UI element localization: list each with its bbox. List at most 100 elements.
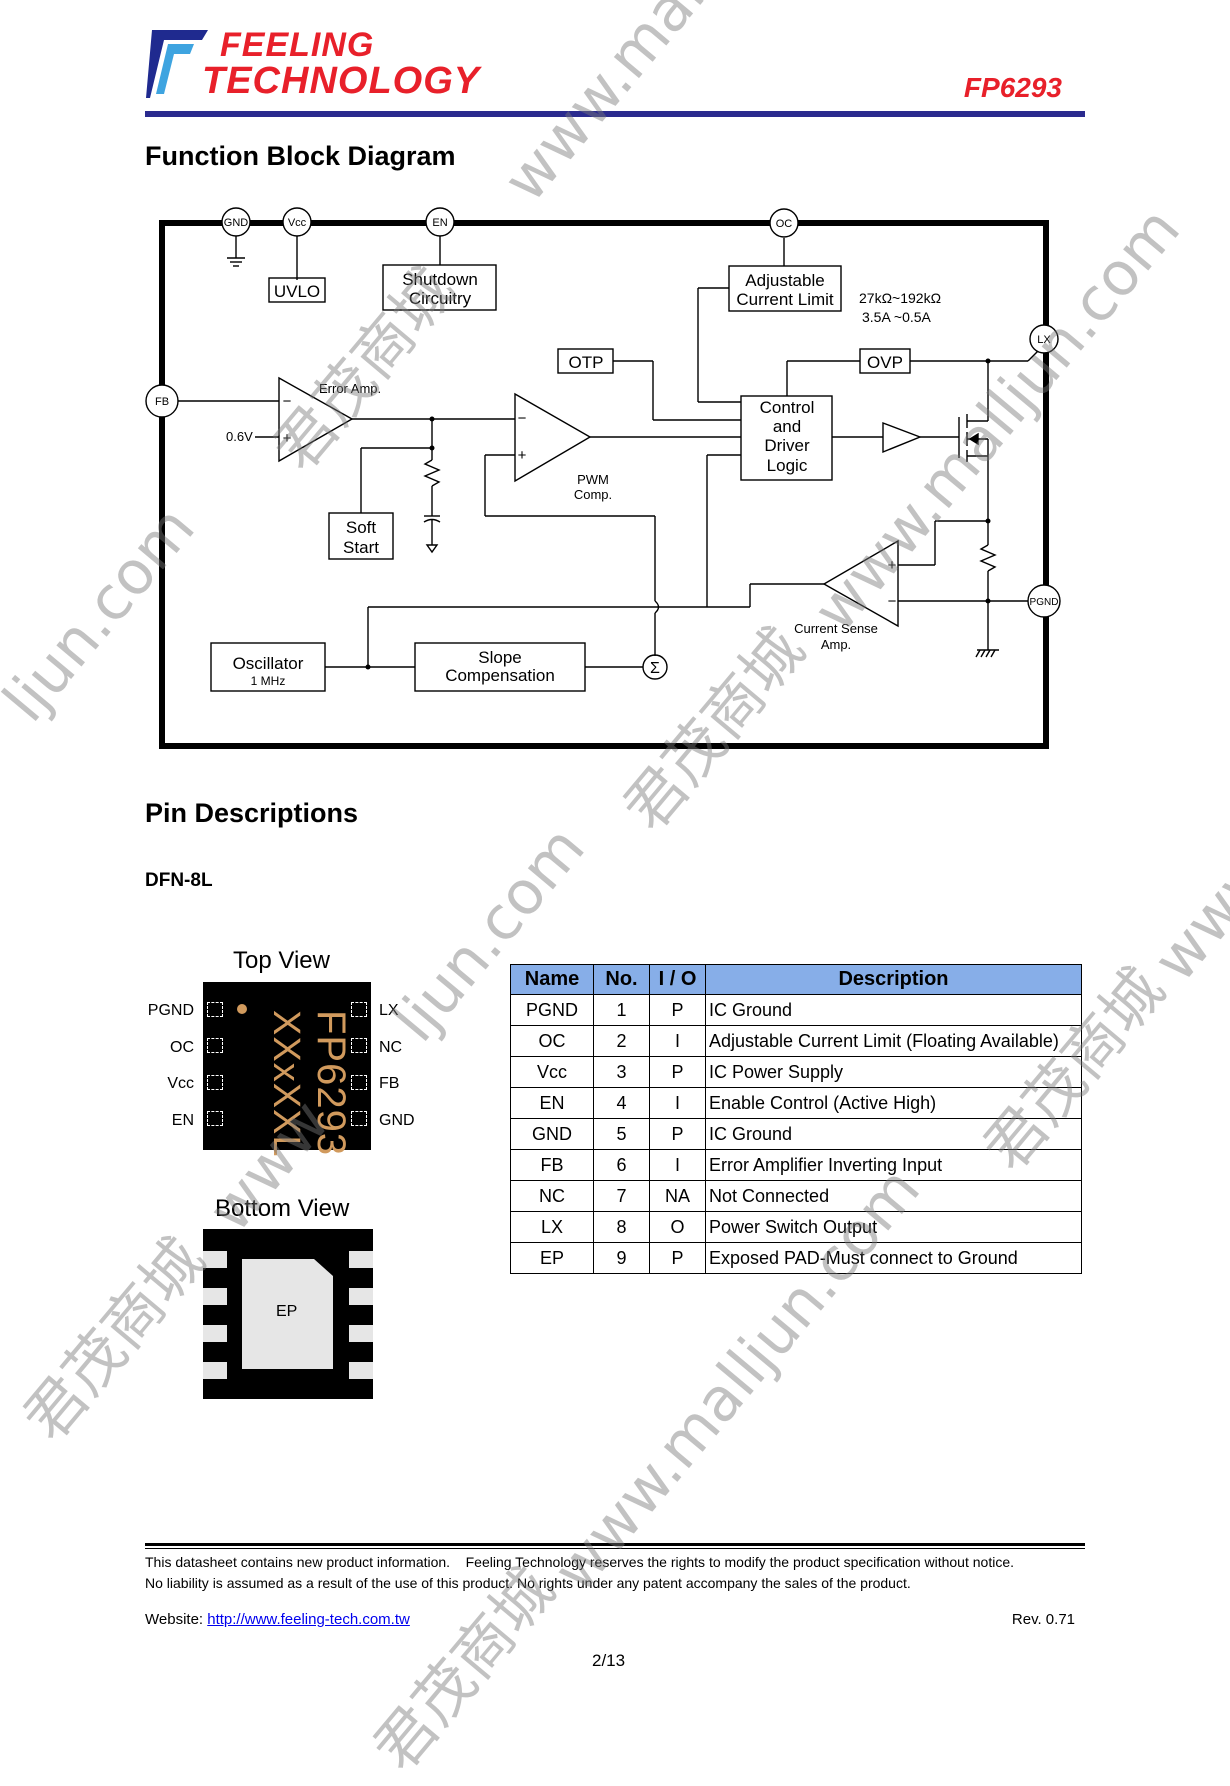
pwm-comp-label-l2: Comp. bbox=[574, 487, 612, 502]
pin-vcc-label: Vcc bbox=[288, 217, 307, 229]
footer-notice-line-1: This datasheet contains new product info… bbox=[145, 1554, 1014, 1570]
package-top-view: FP6293 XXxXXL bbox=[203, 982, 371, 1158]
cell-description: Power Switch Output bbox=[705, 1211, 1082, 1243]
cell-name: NC bbox=[510, 1180, 594, 1212]
cell-name: FB bbox=[510, 1149, 594, 1181]
cell-description: IC Power Supply bbox=[705, 1056, 1082, 1088]
pin-label-left-2: OC bbox=[170, 1039, 194, 1056]
cell-io: I bbox=[649, 1025, 706, 1057]
table-header-row: Name No. I / O Description bbox=[510, 964, 1082, 995]
summing-junction-icon: Σ bbox=[650, 660, 660, 677]
exposed-pad-label: EP bbox=[276, 1303, 298, 1320]
otp-block: OTP bbox=[569, 353, 604, 372]
pin-lx-label: LX bbox=[1037, 334, 1051, 346]
pin-descriptions-title: Pin Descriptions bbox=[145, 798, 359, 828]
cell-no: 1 bbox=[593, 994, 650, 1026]
shutdown-block-l2: Circuitry bbox=[409, 289, 472, 308]
control-block-l2: and bbox=[773, 417, 801, 436]
oscillator-freq: 1 MHz bbox=[251, 674, 286, 688]
cell-io: NA bbox=[649, 1180, 706, 1212]
pin-en-label: EN bbox=[432, 217, 447, 229]
cell-io: P bbox=[649, 1242, 706, 1274]
cs-plus-sign: + bbox=[888, 557, 897, 574]
vref-label: 0.6V bbox=[226, 429, 253, 444]
pad-outline bbox=[351, 1075, 367, 1090]
cell-io: I bbox=[649, 1149, 706, 1181]
pin-oc-label: OC bbox=[776, 218, 793, 230]
watermark-www: www bbox=[1140, 837, 1230, 995]
slope-block-l1: Slope bbox=[478, 648, 521, 667]
cell-description: Exposed PAD-Must connect to Ground bbox=[705, 1242, 1082, 1274]
pin-label-left-1: PGND bbox=[147, 1002, 194, 1019]
cell-description: Adjustable Current Limit (Floating Avail… bbox=[705, 1025, 1082, 1057]
pin-label-right-3: FB bbox=[379, 1075, 400, 1092]
cell-no: 2 bbox=[593, 1025, 650, 1057]
cell-name: LX bbox=[510, 1211, 594, 1243]
cell-no: 3 bbox=[593, 1056, 650, 1088]
top-view-label: Top View bbox=[233, 947, 330, 974]
cell-name: OC bbox=[510, 1025, 594, 1057]
cell-no: 8 bbox=[593, 1211, 650, 1243]
logo-mark-icon bbox=[146, 30, 208, 98]
chip-marking-line-1: FP6293 bbox=[309, 1010, 353, 1157]
cs-amp-label-l1: Current Sense bbox=[794, 621, 878, 636]
oscillator-block: Oscillator bbox=[233, 654, 304, 673]
column-header-no: No. bbox=[593, 964, 650, 995]
column-header-io: I / O bbox=[649, 964, 706, 995]
cell-name: EP bbox=[510, 1242, 594, 1274]
pad-outline bbox=[207, 1075, 223, 1090]
control-block-l4: Logic bbox=[767, 456, 808, 475]
cell-name: PGND bbox=[510, 994, 594, 1026]
footer-website: Website: http://www.feeling-tech.com.tw bbox=[145, 1611, 410, 1628]
package-bottom-view bbox=[203, 1229, 373, 1399]
header-rule bbox=[145, 111, 1085, 117]
adj-current-block-l1: Adjustable bbox=[745, 271, 824, 290]
cell-io: P bbox=[649, 994, 706, 1026]
part-number: FP6293 bbox=[963, 72, 1062, 103]
cell-no: 9 bbox=[593, 1242, 650, 1274]
current-range-label: 3.5A ~0.5A bbox=[862, 309, 932, 325]
pad-outline bbox=[207, 1038, 223, 1053]
ovp-block: OVP bbox=[867, 353, 903, 372]
adj-current-block-l2: Current Limit bbox=[736, 290, 834, 309]
pwm-comp-label-l1: PWM bbox=[577, 472, 609, 487]
shutdown-block-l1: Shutdown bbox=[402, 270, 478, 289]
cs-minus-sign: − bbox=[888, 593, 897, 610]
footer-notice-line-2: No liability is assumed as a result of t… bbox=[145, 1575, 911, 1591]
pwm-plus-sign: + bbox=[518, 447, 527, 464]
footer-rule-thin bbox=[145, 1548, 1085, 1549]
ea-plus-sign: + bbox=[283, 430, 292, 447]
bottom-view-label: Bottom View bbox=[215, 1195, 350, 1222]
package-label: DFN-8L bbox=[145, 870, 213, 891]
column-header-name: Name bbox=[510, 964, 594, 995]
uvlo-block: UVLO bbox=[274, 282, 320, 301]
pad-outline bbox=[351, 1038, 367, 1053]
pad-outline bbox=[207, 1002, 223, 1017]
cell-name: EN bbox=[510, 1087, 594, 1119]
pin-gnd-label: GND bbox=[224, 217, 249, 229]
error-amp-label: Error Amp. bbox=[319, 381, 381, 396]
cell-description: IC Ground bbox=[705, 994, 1082, 1026]
pin-label-right-2: NC bbox=[379, 1039, 403, 1056]
website-link[interactable]: http://www.feeling-tech.com.tw bbox=[207, 1611, 410, 1628]
column-header-description: Description bbox=[705, 964, 1082, 995]
company-logo: FEELING TECHNOLOGY bbox=[146, 26, 479, 102]
pin-label-left-3: Vcc bbox=[167, 1075, 194, 1092]
cell-description: Not Connected bbox=[705, 1180, 1082, 1212]
logo-line-1: FEELING bbox=[220, 26, 375, 64]
cell-description: Enable Control (Active High) bbox=[705, 1087, 1082, 1119]
pwm-minus-sign: − bbox=[518, 410, 527, 427]
cell-io: I bbox=[649, 1087, 706, 1119]
control-block-l1: Control bbox=[760, 398, 815, 417]
cs-amp-label-l2: Amp. bbox=[821, 637, 851, 652]
pin-label-left-4: EN bbox=[171, 1112, 194, 1129]
cell-io: P bbox=[649, 1118, 706, 1150]
cell-name: GND bbox=[510, 1118, 594, 1150]
